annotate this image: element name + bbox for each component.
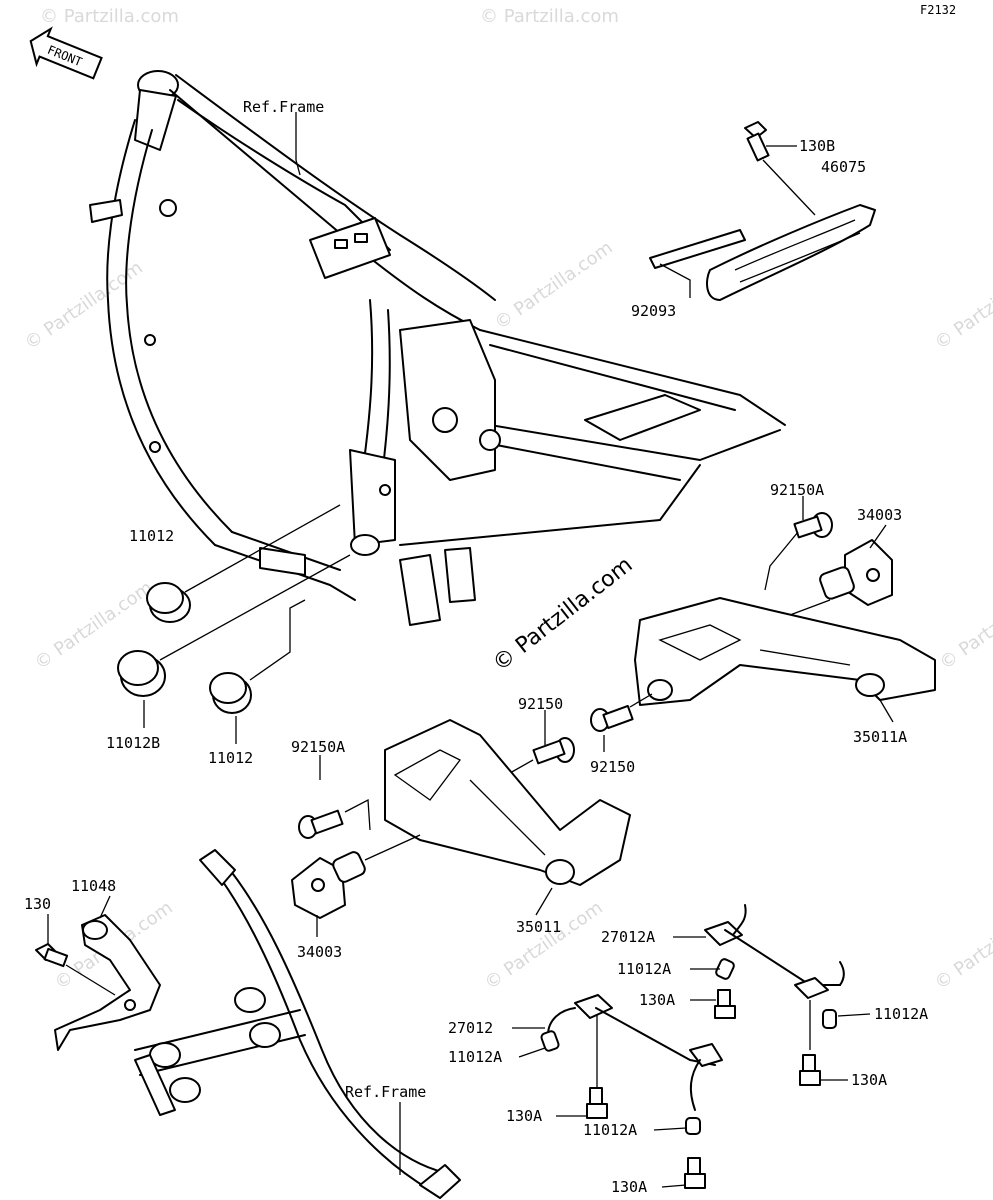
label-92150-lower: 92150: [590, 758, 635, 776]
watermark: © Partzilla.com: [931, 897, 993, 994]
ref-frame-lower-tube: [199, 849, 461, 1199]
bolt-92150A-left: [298, 809, 344, 839]
label-11012A-1: 11012A: [617, 960, 671, 978]
label-11012-upper: 11012: [129, 527, 174, 545]
bolt-130A-2: [586, 1087, 608, 1119]
cap-11012A-right: [822, 1009, 837, 1029]
label-35011A: 35011A: [853, 728, 907, 746]
watermark-center: © Partzilla.com: [488, 553, 637, 677]
bolt-130A-1: [714, 989, 736, 1019]
watermark: © Partzilla.com: [480, 6, 619, 27]
cover-46075: [706, 204, 876, 301]
bolt-92150-left: [532, 737, 575, 765]
label-34003-left: 34003: [297, 943, 342, 961]
label-130B: 130B: [799, 137, 835, 155]
watermark: © Partzilla.com: [491, 237, 617, 334]
label-11012A-right: 11012A: [874, 1005, 928, 1023]
bolt-130A-right: [799, 1054, 821, 1086]
watermark: © Partzilla.com: [481, 897, 607, 994]
label-11048: 11048: [71, 877, 116, 895]
label-92093: 92093: [631, 302, 676, 320]
cap-11012A-3: [685, 1117, 701, 1135]
label-11012A-2: 11012A: [448, 1048, 502, 1066]
cap-11012A-2: [540, 1030, 560, 1052]
label-130: 130: [24, 895, 51, 913]
label-130A-3: 130A: [611, 1178, 647, 1196]
grommet-11012B: [117, 650, 166, 697]
label-130A-right: 130A: [851, 1071, 887, 1089]
bolt-130: [35, 943, 69, 968]
crossbar-assembly: [134, 987, 306, 1116]
bolt-92150A-right: [793, 512, 833, 539]
label-130A-2: 130A: [506, 1107, 542, 1125]
footpeg-34003-left: [291, 851, 366, 919]
frame-drawing: [89, 70, 786, 626]
stay-27012: [547, 994, 723, 1111]
front-arrow-icon: FRONT: [29, 26, 103, 80]
grommet-11012-lower: [209, 672, 252, 714]
label-92150-upper: 92150: [518, 695, 563, 713]
label-34003-right: 34003: [857, 506, 902, 524]
label-27012A: 27012A: [601, 928, 655, 946]
watermark: © Partzilla.com: [936, 577, 993, 674]
diagram-code: F2132: [920, 3, 956, 17]
stay-27012A: [704, 904, 845, 999]
label-11012-lower: 11012: [208, 749, 253, 767]
label-92150A-right: 92150A: [770, 481, 824, 499]
cap-11012A-1: [715, 958, 735, 980]
bolt-92150-right: [590, 704, 634, 732]
part-labels: Ref.Frame 130B 46075 92093 92150A 34003 …: [24, 98, 928, 1196]
label-ref-frame-bottom: Ref.Frame: [345, 1083, 426, 1101]
label-35011: 35011: [516, 918, 561, 936]
bracket-35011A: [634, 597, 936, 706]
bracket-11048: [54, 914, 161, 1051]
bolt-130B: [744, 121, 770, 162]
label-46075: 46075: [821, 158, 866, 176]
footpeg-34003-right: [819, 539, 893, 606]
bolt-130A-3: [684, 1157, 706, 1189]
label-11012B: 11012B: [106, 734, 160, 752]
bracket-35011: [384, 719, 631, 886]
leader-lines: [47, 112, 894, 1188]
label-11012A-3: 11012A: [583, 1121, 637, 1139]
watermark: © Partzilla.com: [40, 6, 179, 27]
grommet-11012-upper: [146, 582, 191, 623]
label-92150A-left: 92150A: [291, 738, 345, 756]
label-130A-1: 130A: [639, 991, 675, 1009]
watermark: © Partzilla.com: [931, 257, 993, 354]
label-27012: 27012: [448, 1019, 493, 1037]
tape-92093: [649, 229, 746, 269]
label-ref-frame-top: Ref.Frame: [243, 98, 324, 116]
